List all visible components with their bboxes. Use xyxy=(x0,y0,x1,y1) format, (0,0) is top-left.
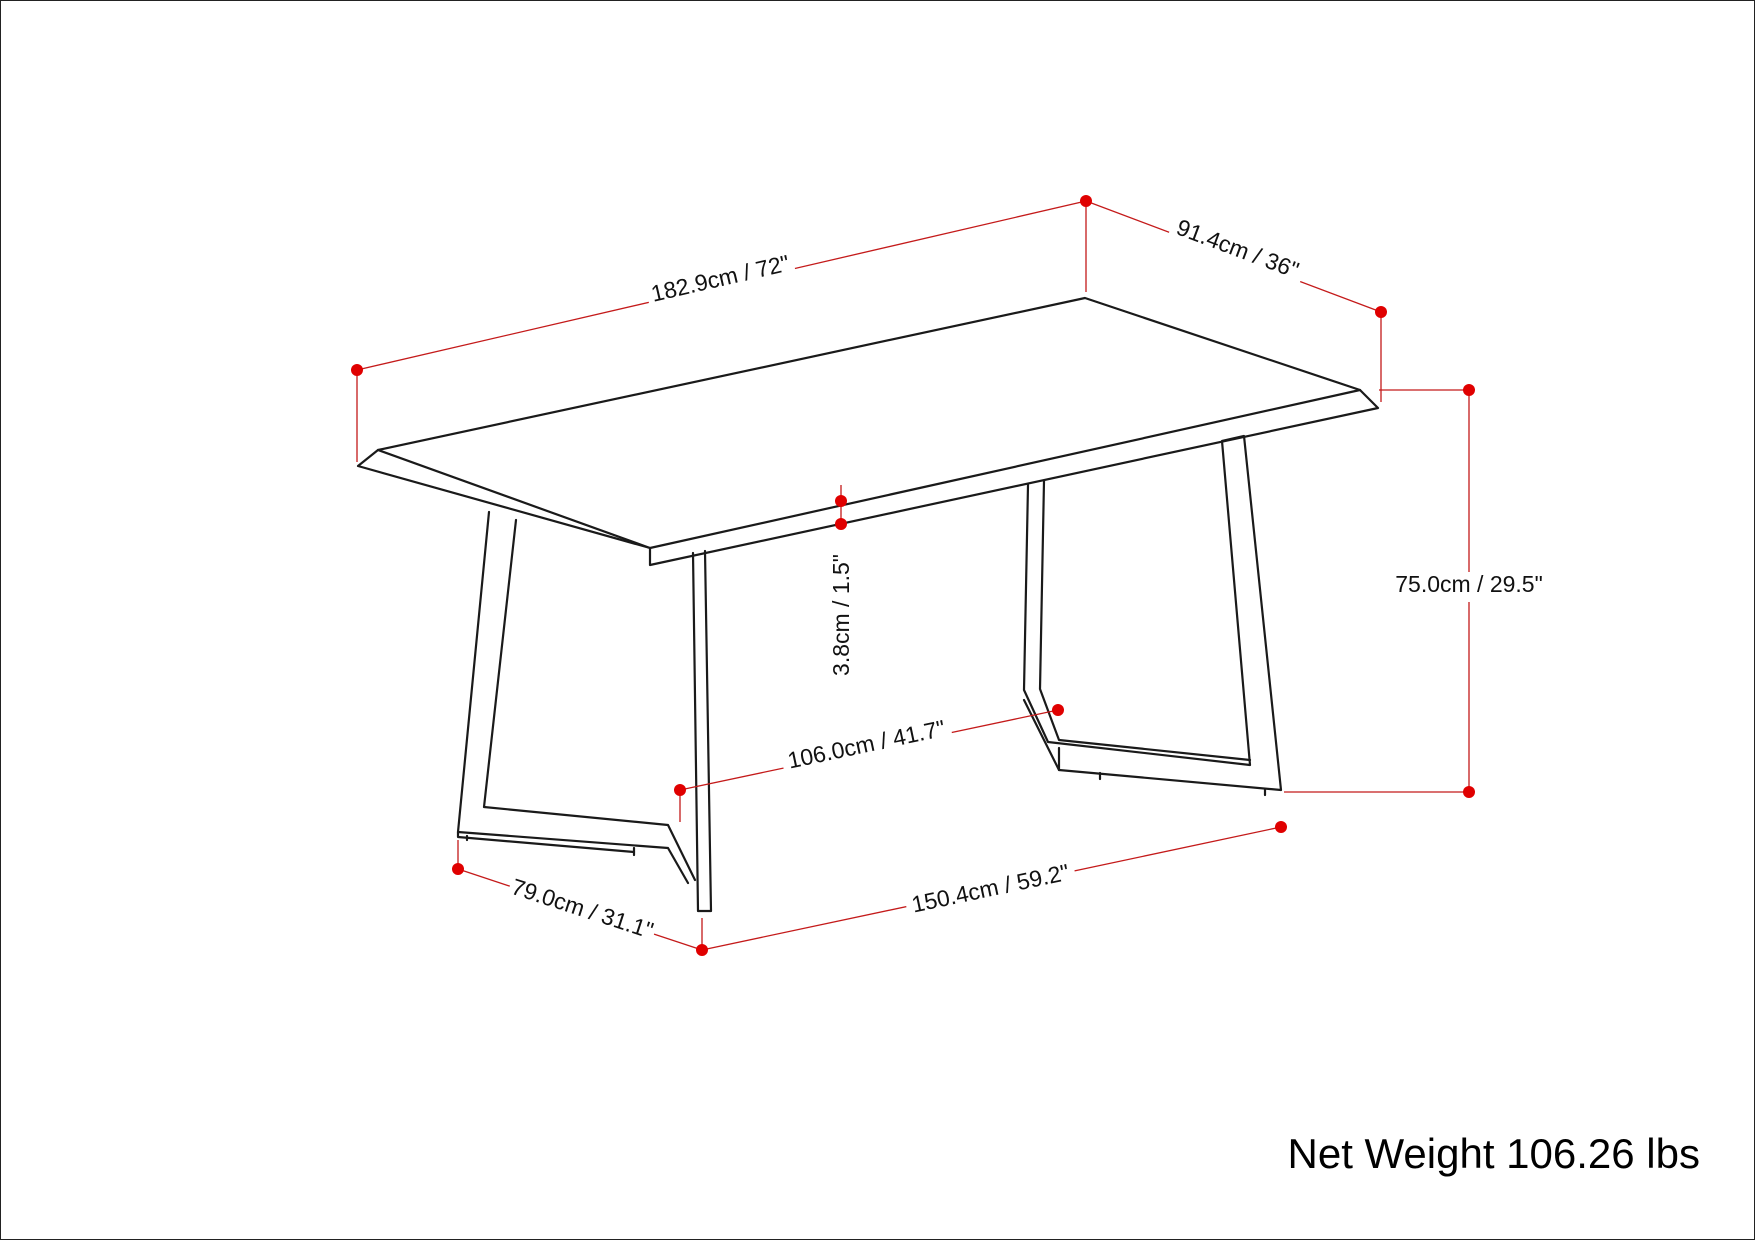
table-drawing xyxy=(356,296,1380,913)
right-leg xyxy=(1022,434,1283,797)
height-label: 75.0cm / 29.5" xyxy=(1395,571,1543,597)
dimension-dots xyxy=(351,195,1475,956)
thickness-label: 3.8cm / 1.5" xyxy=(828,554,854,676)
net-weight-label: Net Weight 106.26 lbs xyxy=(1287,1130,1700,1177)
tabletop xyxy=(356,296,1380,567)
left-leg xyxy=(456,510,713,913)
tabletop-front-edge xyxy=(376,388,1362,550)
dimension-labels: 182.9cm / 72" 91.4cm / 36" 75.0cm / 29.5… xyxy=(503,214,1551,952)
